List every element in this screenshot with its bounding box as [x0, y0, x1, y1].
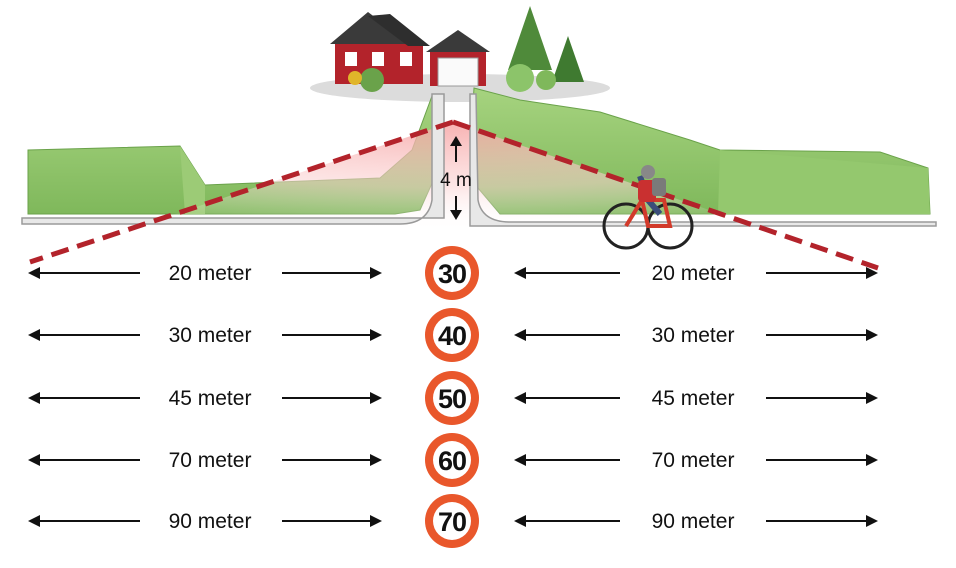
distance-row: 20 meter 20 meter 30 [28, 246, 878, 300]
tree-icon [506, 6, 584, 92]
left-distance-label: 90 meter [169, 510, 252, 533]
cyclist-icon [602, 165, 694, 250]
speed-sign-face [433, 379, 471, 417]
right-arrow-inner [514, 329, 620, 341]
speed-limit-value: 40 [438, 321, 466, 351]
speed-limit-value: 30 [438, 259, 466, 289]
right-arrow-inner [514, 454, 620, 466]
speed-sign-icon: 40 [425, 308, 479, 362]
distance-row: 90 meter 90 meter 70 [28, 494, 878, 548]
speed-limit-value: 60 [438, 446, 466, 476]
left-arrow-outer [28, 515, 140, 527]
speed-sign-face [433, 316, 471, 354]
left-arrow-outer [28, 329, 140, 341]
distance-rows: 20 meter 20 meter 30 30 meter 30 meter 40 45 m… [28, 246, 878, 548]
left-arrow-inner [282, 329, 382, 341]
left-distance-label: 70 meter [169, 449, 252, 472]
left-arrow-outer [28, 267, 140, 279]
right-distance-label: 45 meter [652, 387, 735, 410]
distance-row: 45 meter 45 meter 50 [28, 371, 878, 425]
left-arrow-outer [28, 454, 140, 466]
speed-limit-value: 70 [438, 507, 466, 537]
right-arrow-inner [514, 267, 620, 279]
left-arrow-inner [282, 392, 382, 404]
left-distance-label: 20 meter [169, 262, 252, 285]
speed-sign-icon: 50 [425, 371, 479, 425]
speed-limit-value: 50 [438, 384, 466, 414]
height-label: 4 m [440, 170, 472, 191]
speed-sign-face [433, 441, 471, 479]
distance-row: 70 meter 70 meter 60 [28, 433, 878, 487]
speed-sign-icon: 30 [425, 246, 479, 300]
left-arrow-inner [282, 267, 382, 279]
right-arrow-outer [766, 392, 878, 404]
right-arrow-outer [766, 454, 878, 466]
height-indicator: 4 m [440, 136, 472, 220]
right-arrow-inner [514, 392, 620, 404]
left-distance-label: 45 meter [169, 387, 252, 410]
speed-sign-face [433, 254, 471, 292]
left-arrow-inner [282, 454, 382, 466]
right-arrow-outer [766, 267, 878, 279]
sight-lines [29, 119, 879, 271]
right-distance-label: 90 meter [652, 510, 735, 533]
right-arrow-inner [514, 515, 620, 527]
garage-icon [426, 30, 490, 87]
house-icon [330, 12, 430, 92]
right-distance-label: 70 meter [652, 449, 735, 472]
left-distance-label: 30 meter [169, 324, 252, 347]
sight-triangle [30, 122, 878, 268]
right-arrow-outer [766, 329, 878, 341]
right-arrow-outer [766, 515, 878, 527]
distance-row: 30 meter 30 meter 40 [28, 308, 878, 362]
speed-sign-icon: 60 [425, 433, 479, 487]
left-arrow-outer [28, 392, 140, 404]
right-distance-label: 30 meter [652, 324, 735, 347]
left-arrow-inner [282, 515, 382, 527]
speed-sign-face [433, 502, 471, 540]
speed-sign-icon: 70 [425, 494, 479, 548]
right-distance-label: 20 meter [652, 262, 735, 285]
